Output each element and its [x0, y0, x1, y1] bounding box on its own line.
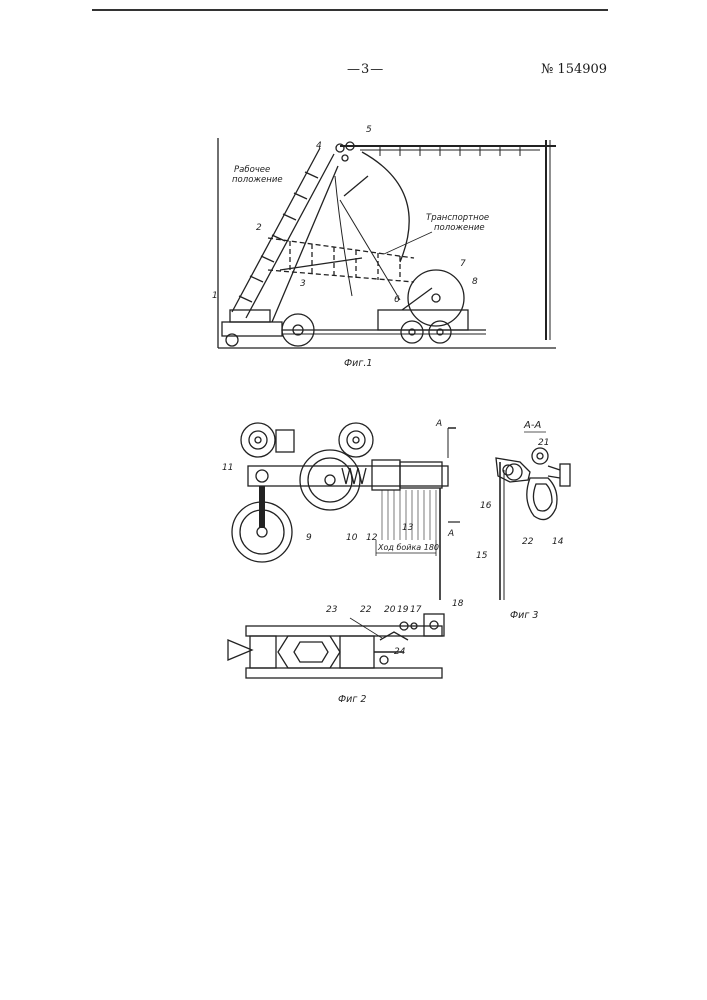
fig1-drum-arm — [402, 288, 432, 310]
fig2-side-bottom-plate — [246, 668, 442, 678]
fig3-caption: Фиг 3 — [510, 610, 538, 621]
fig1-part-7: 7 — [460, 259, 466, 269]
fig1-pulley-small — [342, 155, 348, 161]
fig1-brace — [280, 258, 362, 270]
fig2-part-11: 11 — [222, 463, 233, 473]
fig3-section-title: А-А — [523, 420, 541, 431]
fig1-caption: Фиг.1 — [344, 358, 372, 369]
fig2-stroke-label: Ход бойка 180 — [377, 543, 439, 552]
fig2-caption: Фиг 2 — [338, 694, 366, 705]
fig2-part-23: 23 — [326, 605, 338, 615]
fig2-pivot — [256, 470, 268, 482]
fig1-strut — [272, 166, 338, 322]
fig1-drum — [408, 270, 464, 326]
figure-2-top: А А Ход бойка 180 11 9 10 12 13 — [222, 419, 460, 600]
fig2-wheel-11 — [241, 423, 275, 457]
fig2-side-pin-24 — [380, 656, 388, 664]
fig2-part-22: 22 — [360, 605, 372, 615]
fig1-arc-inner — [335, 176, 352, 296]
fig3-latch-21 — [532, 448, 548, 464]
fig1-label-working-1: Рабочее — [234, 165, 270, 175]
fig1-wheel-rear — [429, 321, 451, 343]
fig1-part-5: 5 — [366, 125, 372, 135]
fig3-part-14: 14 — [552, 537, 564, 547]
fig1-trailer — [378, 310, 468, 330]
fig2-section-mark-top: А — [435, 419, 442, 429]
figure-2-side: 23 22 20 19 17 18 24 Фиг 2 — [228, 599, 464, 705]
fig2-side-top-plate — [246, 626, 442, 636]
fig3-part-21: 21 — [538, 438, 549, 448]
fig2-part-10: 10 — [346, 533, 358, 543]
fig3-part-16: 16 — [480, 501, 492, 511]
fig3-part-22: 22 — [522, 537, 534, 547]
fig1-part-3: 3 — [300, 279, 306, 289]
fig1-ladder-transport — [268, 238, 414, 282]
figure-3: А-А 21 16 15 22 14 Фиг 3 — [476, 420, 570, 621]
fig3-bracket-14 — [560, 464, 570, 486]
figure-1: Рабочее положение Транспортное положение… — [212, 125, 556, 369]
fig2-side-drum — [278, 636, 340, 668]
fig3-part-15: 15 — [476, 551, 488, 561]
fig1-part-1: 1 — [212, 291, 218, 301]
fig1-label-transport-2: положение — [434, 223, 485, 233]
fig2-spring-12 — [342, 468, 366, 484]
fig2-part-12: 12 — [366, 533, 378, 543]
fig2-part-20: 20 — [384, 605, 396, 615]
fig1-lever — [344, 176, 368, 196]
fig2-part-13: 13 — [402, 523, 414, 533]
fig2-bracket — [276, 430, 294, 452]
fig2-side-pulley-left — [228, 640, 252, 660]
fig1-label-transport-1: Транспортное — [426, 213, 489, 223]
fig1-wheel-6 — [401, 321, 423, 343]
fig1-tie — [340, 200, 400, 300]
fig2-part-17: 17 — [410, 605, 422, 615]
fig1-part-8: 8 — [472, 277, 478, 287]
fig2-section-mark-bottom: А — [447, 529, 454, 539]
fig2-part-9: 9 — [306, 533, 312, 543]
fig1-label-working-2: положение — [232, 175, 283, 185]
fig1-part-2: 2 — [256, 223, 262, 233]
fig2-part-24: 24 — [394, 647, 406, 657]
fig2-part-18: 18 — [452, 599, 464, 609]
fig2-part-19: 19 — [397, 605, 409, 615]
fig2-wheel-right — [339, 423, 373, 457]
fig2-side-block-18 — [424, 614, 444, 636]
fig2-drum-10 — [300, 450, 360, 510]
fig1-part-6: 6 — [394, 295, 400, 305]
fig1-part-4: 4 — [316, 141, 322, 151]
